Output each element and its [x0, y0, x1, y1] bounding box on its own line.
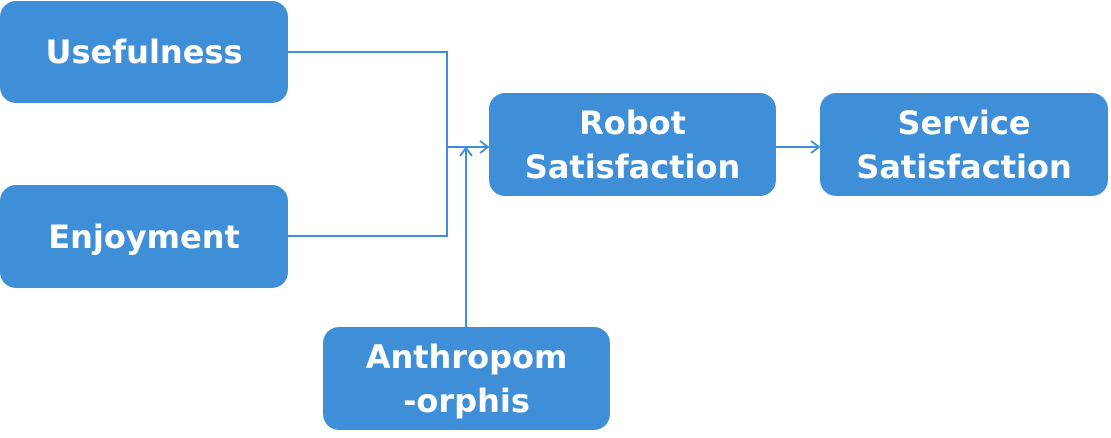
node-service-satisfaction-line1: Service	[897, 103, 1031, 142]
edge-enjoyment-to-robot	[288, 147, 448, 237]
arrowhead-anthropomorphis-up	[459, 146, 473, 157]
node-anthropomorphis-line2: -orphis	[403, 381, 530, 420]
edge-usefulness-to-robot	[288, 51, 487, 148]
node-usefulness: Usefulness	[0, 1, 288, 103]
arrowhead-robot-input	[479, 140, 490, 154]
node-service-satisfaction: Service Satisfaction	[820, 93, 1108, 196]
node-usefulness-label: Usefulness	[45, 33, 243, 71]
node-anthropomorphis-line1: Anthropom	[365, 337, 568, 376]
node-robot-satisfaction-line1: Robot	[579, 103, 686, 142]
arrowhead-service-input	[810, 140, 821, 154]
node-enjoyment: Enjoyment	[0, 185, 288, 288]
node-robot-satisfaction: Robot Satisfaction	[489, 93, 776, 196]
node-service-satisfaction-line2: Satisfaction	[856, 147, 1072, 186]
node-enjoyment-label: Enjoyment	[48, 217, 240, 256]
node-anthropomorphis: Anthropom -orphis	[323, 327, 610, 430]
node-robot-satisfaction-line2: Satisfaction	[524, 147, 741, 186]
